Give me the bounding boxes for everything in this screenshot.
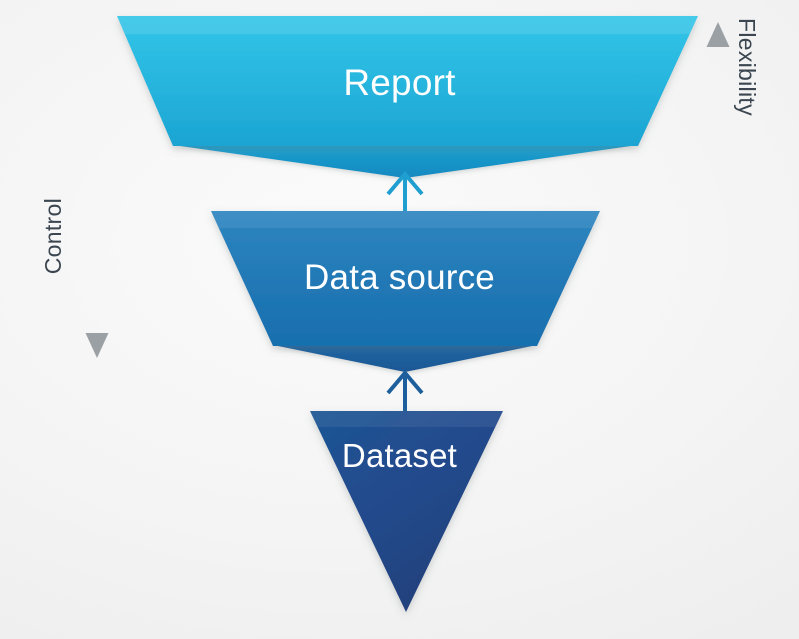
report-shape[interactable] — [117, 16, 698, 146]
data-source-flap — [273, 345, 537, 372]
connector-data-source-to-report — [386, 170, 424, 211]
axis-flexibility-arrow — [706, 22, 730, 356]
report-sheen — [117, 16, 698, 34]
connector-dataset-to-data-source — [386, 369, 424, 411]
stage-dataset[interactable] — [310, 411, 503, 612]
stage-data-source[interactable] — [211, 211, 600, 372]
stage-report[interactable] — [117, 16, 698, 178]
report-flap — [173, 145, 638, 178]
axis-label-flexibility: Flexibility — [734, 18, 760, 116]
data-source-shape[interactable] — [211, 211, 600, 346]
axis-control-arrow — [85, 24, 109, 358]
data-source-sheen — [211, 211, 600, 228]
dataset-shape[interactable] — [310, 411, 503, 612]
dataset-sheen — [310, 411, 503, 427]
axis-label-control: Control — [40, 198, 66, 275]
